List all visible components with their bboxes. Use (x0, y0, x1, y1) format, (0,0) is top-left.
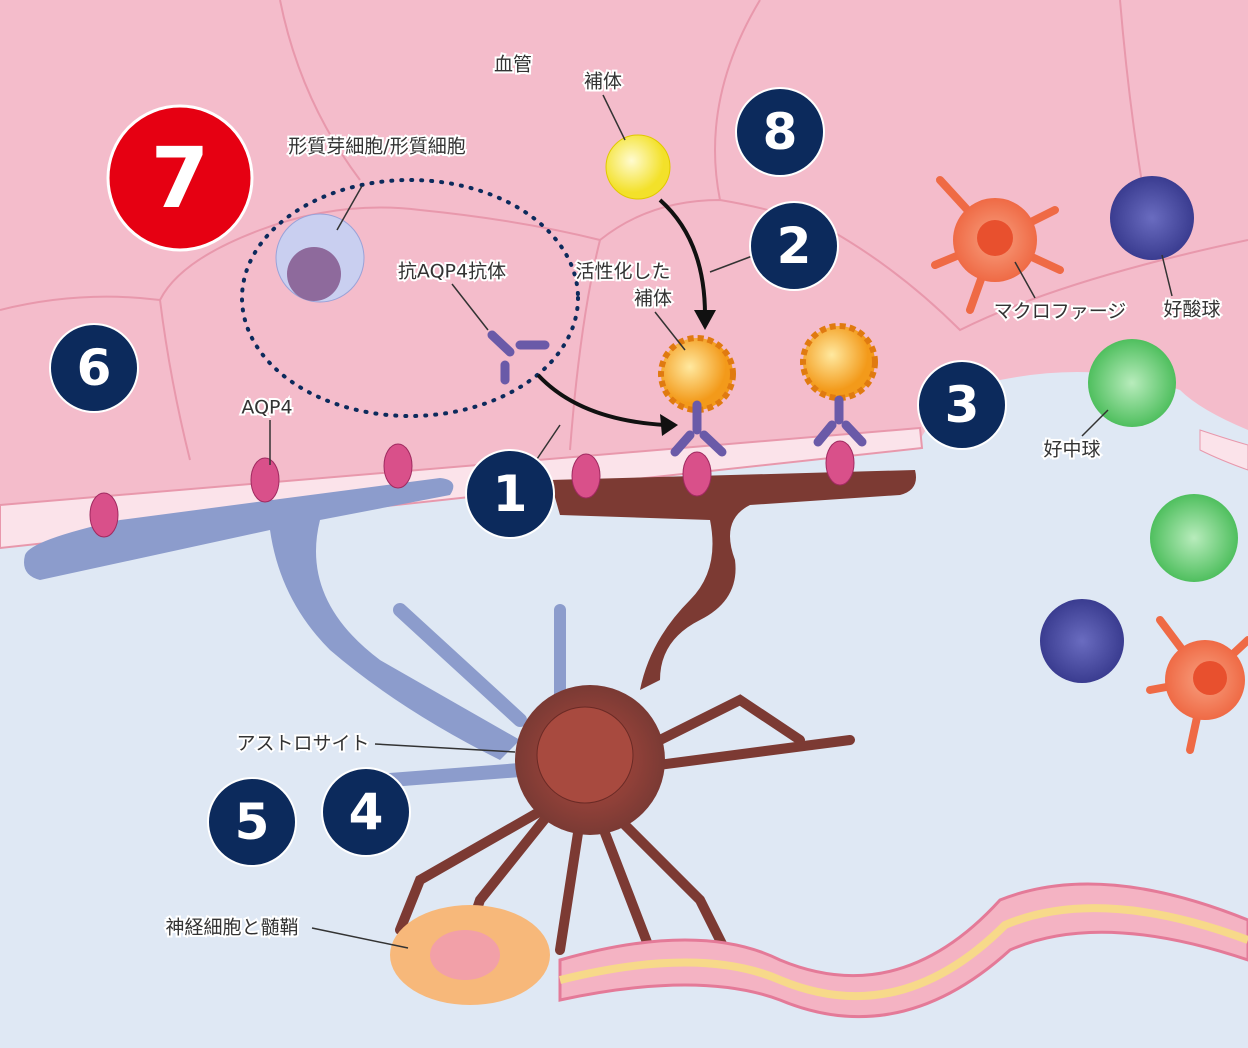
marker-8: 8 (735, 87, 825, 177)
marker-2: 2 (749, 201, 839, 291)
neuron-nucleus (430, 930, 500, 980)
astrocyte-process-brown (550, 470, 916, 690)
label-macrophage: マクロファージ (994, 301, 1127, 323)
complement-icon (605, 134, 671, 200)
label-neuron-myelin: 神経細胞と髄鞘 (165, 917, 298, 939)
astrocyte-endfoot-blue (24, 478, 520, 760)
svg-text:3: 3 (945, 376, 980, 434)
eosinophil-icon-2 (1040, 599, 1124, 683)
label-astrocyte: アストロサイト (236, 733, 369, 755)
svg-text:1: 1 (493, 465, 528, 523)
marker-4: 4 (321, 767, 411, 857)
antibody-arrow (536, 373, 666, 427)
axon (559, 904, 1248, 1001)
label-plasma-cell: 形質芽細胞/形質細胞 (288, 136, 465, 158)
label-neutrophil: 好中球 (1043, 439, 1100, 461)
astrocyte-nucleus (536, 706, 634, 804)
svg-text:4: 4 (349, 783, 384, 841)
plasma-cell-highlight (240, 178, 580, 418)
eosinophil-icon (1110, 176, 1194, 260)
endothelial-cell-borders (0, 0, 1248, 461)
marker-6: 6 (49, 323, 139, 413)
macrophage-icon (931, 176, 1064, 314)
activated-complement-2 (800, 323, 878, 447)
label-antibody: 抗AQP4抗体 (398, 261, 506, 283)
svg-text:2: 2 (777, 217, 812, 275)
neutrophil-icon-2 (1150, 494, 1238, 582)
marker-7: 7 (106, 104, 254, 252)
neutrophil-icon (1088, 339, 1176, 427)
plasma-cell-nucleus (287, 247, 341, 301)
label-complement: 補体 (584, 71, 622, 93)
antibody-icon (487, 330, 550, 385)
svg-text:5: 5 (235, 793, 270, 851)
marker-1: 1 (465, 449, 555, 539)
activated-complement-1 (658, 335, 736, 457)
myelin-sheath (558, 882, 1248, 1019)
aqp4-molecules (89, 440, 855, 538)
label-activated-complement-1: 活性化した (575, 261, 670, 283)
label-blood-vessel: 血管 (494, 54, 532, 76)
label-aqp4: AQP4 (241, 397, 292, 419)
svg-text:6: 6 (77, 339, 112, 397)
label-eosinophil: 好酸球 (1163, 299, 1220, 321)
marker-3: 3 (917, 360, 1007, 450)
label-activated-complement-2: 補体 (634, 288, 672, 310)
macrophage-icon-2 (1146, 616, 1248, 754)
complement-arrow (658, 198, 707, 316)
svg-text:8: 8 (763, 103, 798, 161)
svg-text:7: 7 (151, 129, 209, 227)
marker-5: 5 (207, 777, 297, 867)
